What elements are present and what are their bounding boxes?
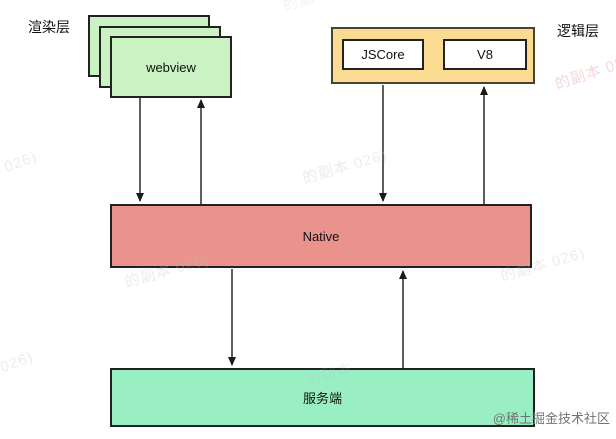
native-label: Native xyxy=(302,228,340,244)
watermark-text: 的副本 026) xyxy=(300,146,390,188)
server-label: 服务端 xyxy=(302,391,342,406)
jscore-node: JSCore xyxy=(342,39,424,70)
render-layer-label: 渲染层 xyxy=(28,19,70,35)
webview-node: webview xyxy=(110,36,232,98)
server-node: 服务端 xyxy=(110,368,535,427)
watermark-text: 026) xyxy=(0,348,36,376)
jscore-label: JSCore xyxy=(361,47,405,62)
juejin-community-credit: @稀土掘金技术社区 xyxy=(492,411,610,426)
native-node: Native xyxy=(110,204,532,268)
watermark-text: 026) xyxy=(2,148,40,176)
watermark-text: 的副本 026) xyxy=(280,0,369,16)
v8-node: V8 xyxy=(443,39,527,70)
logic-layer-label: 逻辑层 xyxy=(557,23,599,39)
webview-label: webview xyxy=(146,59,196,75)
v8-label: V8 xyxy=(477,47,493,62)
watermark-text: 的副本 026) xyxy=(552,49,616,94)
